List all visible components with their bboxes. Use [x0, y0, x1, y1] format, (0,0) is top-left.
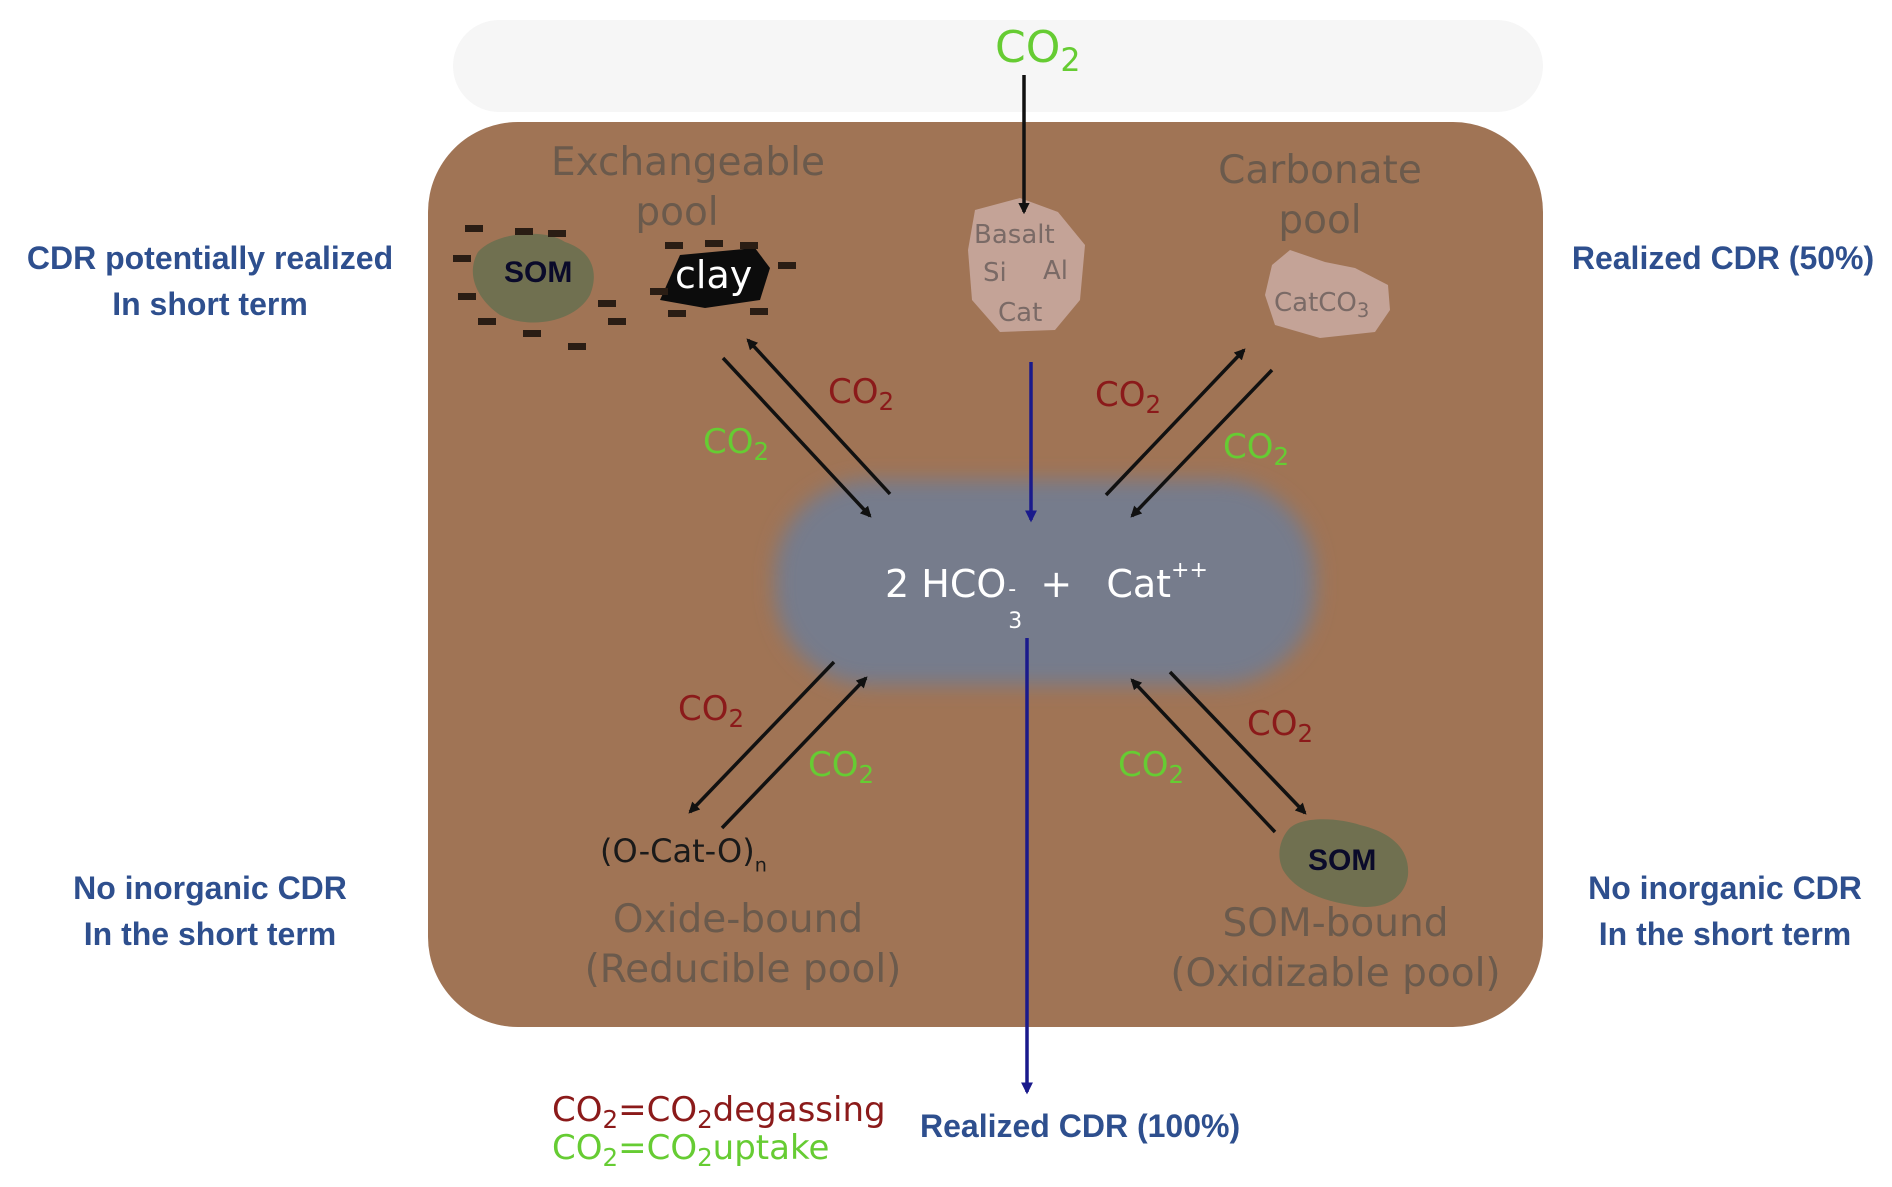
- exchangeable-pool-label: Exchangeable pool: [550, 140, 826, 235]
- label-bottom-right: No inorganic CDR In the short term: [1588, 870, 1862, 952]
- bicarbonate-formula: 2 HCO-3 + Cat++: [885, 558, 1208, 634]
- clay-particle: [660, 248, 770, 308]
- som-particle-bottom: [1279, 819, 1409, 907]
- basalt-al-label: Al: [1043, 256, 1069, 286]
- atmospheric-co2: CO2: [995, 22, 1081, 79]
- flux-arrows: [688, 75, 1307, 834]
- som-particle-top: [472, 233, 594, 323]
- oxide-pool-label: Oxide-bound (Reducible pool): [584, 897, 902, 992]
- co2-degassing-oxide: CO2: [678, 689, 745, 733]
- clay-label: clay: [675, 253, 753, 297]
- charge-dashes-clay: [650, 240, 796, 317]
- som-pool-label: SOM-bound (Oxidizable pool): [1170, 901, 1501, 996]
- blue-arrows: [1021, 362, 1037, 1095]
- atmosphere-band: [453, 20, 1543, 112]
- label-bottom-left: No inorganic CDR In the short term: [73, 870, 347, 952]
- basalt-rock: [968, 198, 1085, 332]
- legend-uptake: CO2=CO2uptake: [552, 1128, 830, 1172]
- legend-degassing: CO2=CO2degassing: [552, 1090, 886, 1134]
- carbonate-pool-label: Carbonate pool: [1218, 148, 1422, 243]
- soil-solution: [775, 480, 1315, 685]
- som-bottom-label: SOM: [1308, 844, 1377, 877]
- basalt-si-label: Si: [983, 258, 1007, 288]
- label-top-left: CDR potentially realized In short term: [26, 240, 394, 322]
- charge-dashes-som: [453, 225, 626, 350]
- arrow-solution-to-exchange: [746, 338, 892, 496]
- co2-degassing-som: CO2: [1247, 704, 1314, 748]
- arrow-exchange-to-solution: [721, 356, 872, 518]
- co2-uptake-carbonate: CO2: [1223, 427, 1290, 471]
- basalt-label: Basalt: [974, 220, 1055, 250]
- arrow-solution-to-carbonate: [1104, 348, 1246, 497]
- co2-uptake-exchangeable: CO2: [703, 422, 770, 466]
- arrow-som-to-solution: [1130, 678, 1277, 834]
- arrow-solution-to-som: [1168, 670, 1307, 815]
- arrow-carbonate-to-solution: [1130, 368, 1274, 518]
- som-top-label: SOM: [504, 256, 573, 289]
- arrow-solution-to-oxide: [688, 660, 836, 814]
- arrow-oxide-to-solution: [720, 676, 868, 830]
- carbonate-formula: CatCO3: [1274, 288, 1370, 323]
- basalt-cat-label: Cat: [998, 298, 1043, 328]
- co2-uptake-som: CO2: [1118, 745, 1185, 789]
- carbonate-rock: [1265, 250, 1390, 338]
- co2-degassing-exchangeable: CO2: [828, 372, 895, 416]
- co2-degassing-carbonate: CO2: [1095, 375, 1162, 419]
- label-bottom-center: Realized CDR (100%): [920, 1108, 1241, 1144]
- co2-uptake-oxide: CO2: [808, 745, 875, 789]
- oxide-formula: (O-Cat-O)n: [600, 832, 767, 877]
- label-top-right: Realized CDR (50%): [1571, 240, 1875, 276]
